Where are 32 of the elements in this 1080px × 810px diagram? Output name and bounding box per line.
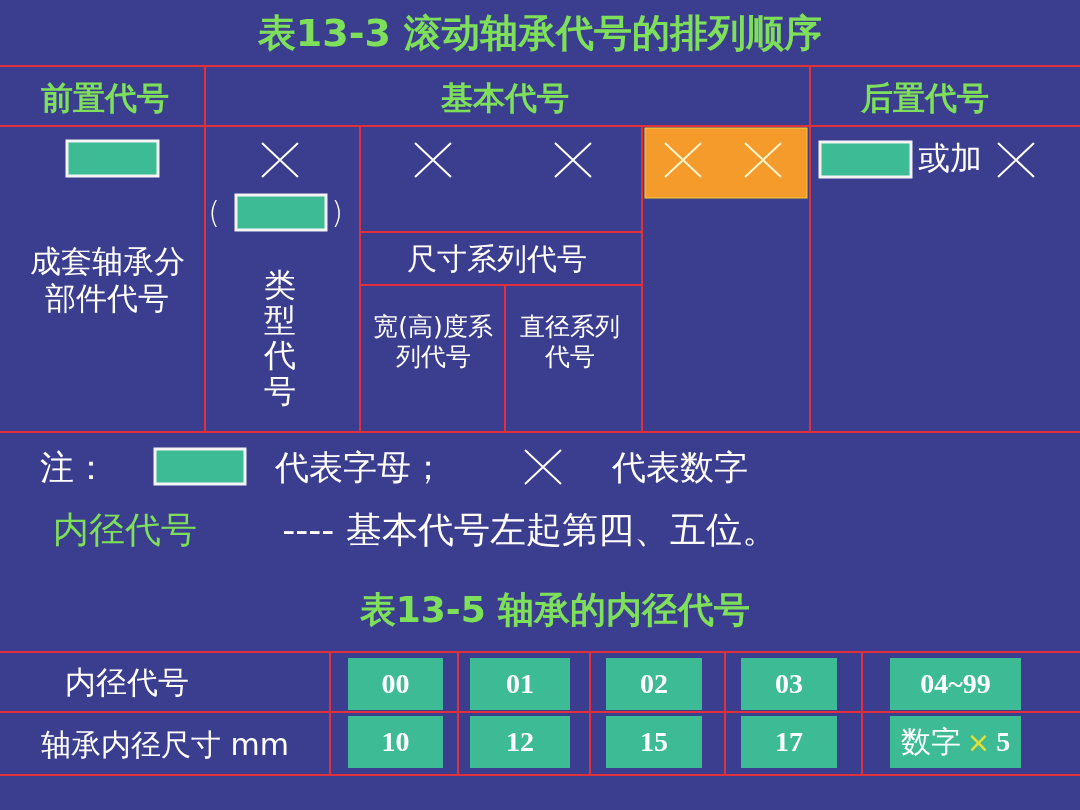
- row-header: 内径代号: [65, 664, 189, 702]
- cell-text: 5: [996, 726, 1011, 758]
- note-label: 注：: [40, 446, 108, 488]
- cell-label: 或加: [918, 138, 982, 178]
- column-header: 后置代号: [861, 78, 989, 118]
- value-cell: 02: [606, 658, 702, 710]
- value-cell: 10: [348, 716, 443, 768]
- cell-label: 宽(高)度系列代号: [372, 312, 494, 372]
- note-text: ---- 基本代号左起第四、五位。: [282, 508, 778, 552]
- row-header: 轴承内径尺寸 mm: [41, 727, 289, 763]
- bracket: ): [331, 195, 343, 231]
- value-cell: 03: [741, 658, 837, 710]
- cell-text: ×: [966, 725, 991, 759]
- column-header: 前置代号: [41, 78, 169, 118]
- value-cell: 12: [470, 716, 570, 768]
- legend-text: 代表数字: [612, 446, 748, 488]
- value-cell: 01: [470, 658, 570, 710]
- note-text: 内径代号: [53, 508, 197, 552]
- bracket: (: [208, 195, 220, 231]
- value-cell: 17: [741, 716, 837, 768]
- value-cell: 04~99: [890, 658, 1021, 710]
- cell-text: 数字: [900, 722, 961, 761]
- cell-label: 成套轴承分部件代号: [28, 242, 186, 318]
- cell-label: 类型代号: [264, 267, 296, 409]
- column-header: 基本代号: [441, 78, 569, 118]
- table-title: 表13-5 轴承的内径代号: [359, 588, 751, 632]
- legend-text: 代表字母；: [275, 446, 445, 488]
- value-cell: 15: [606, 716, 702, 768]
- cell-label: 尺寸系列代号: [407, 241, 587, 277]
- value-cell: 00: [348, 658, 443, 710]
- title: 表13-3 滚动轴承代号的排列顺序: [257, 9, 823, 57]
- cell-label: 直径系列代号: [519, 312, 621, 372]
